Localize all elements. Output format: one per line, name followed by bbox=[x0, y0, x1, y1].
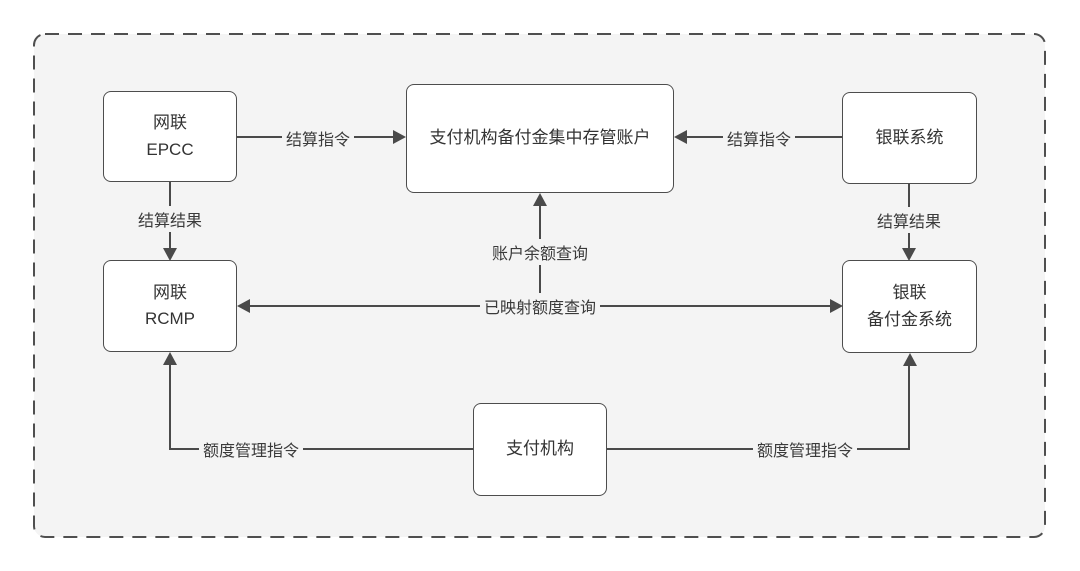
node-payment-institution-label: 支付机构 bbox=[506, 439, 574, 459]
edge-line-quota-mgmt-to-reserve-vertical bbox=[908, 364, 910, 450]
edge-label-account-balance-query: 账户余额查询 bbox=[487, 239, 593, 265]
edge-line-quota-mgmt-to-rcmp-vertical bbox=[169, 363, 171, 450]
node-unionpay-reserve-label-line1: 银联 bbox=[892, 283, 927, 303]
arrowhead-left-icon bbox=[674, 130, 687, 144]
edge-label-mapped-quota-query: 已映射额度查询 bbox=[479, 293, 601, 319]
node-unionpay-reserve: 银联 备付金系统 bbox=[842, 260, 977, 353]
arrowhead-up-icon bbox=[163, 352, 177, 365]
arrowhead-left-icon bbox=[237, 299, 250, 313]
arrowhead-right-icon bbox=[830, 299, 843, 313]
edge-label-epcc-to-rcmp: 结算结果 bbox=[133, 206, 207, 232]
node-unionpay-system: 银联系统 bbox=[842, 92, 977, 184]
node-epcc: 网联 EPCC bbox=[103, 91, 237, 182]
arrowhead-up-icon bbox=[903, 353, 917, 366]
arrowhead-right-icon bbox=[393, 130, 406, 144]
edge-line-quota-mgmt-to-rcmp-horizontal bbox=[169, 448, 473, 450]
node-rcmp-label-line1: 网联 bbox=[153, 282, 187, 302]
node-custody-account: 支付机构备付金集中存管账户 bbox=[406, 84, 674, 193]
node-unionpay-reserve-label-line2: 备付金系统 bbox=[867, 309, 952, 329]
edge-label-quota-mgmt-to-reserve: 额度管理指令 bbox=[752, 436, 858, 462]
node-custody-account-label: 支付机构备付金集中存管账户 bbox=[429, 128, 651, 148]
edge-label-quota-mgmt-to-rcmp: 额度管理指令 bbox=[198, 436, 304, 462]
node-epcc-label-line2: EPCC bbox=[146, 139, 194, 159]
arrowhead-down-icon bbox=[902, 248, 916, 261]
node-unionpay-system-label: 银联系统 bbox=[875, 127, 944, 147]
node-epcc-label-line1: 网联 bbox=[153, 113, 187, 133]
node-rcmp-label-line2: RCMP bbox=[144, 309, 196, 328]
edge-label-epcc-to-custody: 结算指令 bbox=[281, 125, 355, 151]
node-payment-institution: 支付机构 bbox=[473, 403, 607, 496]
arrowhead-down-icon bbox=[163, 248, 177, 261]
arrowhead-up-icon bbox=[533, 193, 547, 206]
edge-label-unionpay-to-custody: 结算指令 bbox=[722, 125, 796, 151]
edge-label-unionpay-to-reserve: 结算结果 bbox=[872, 207, 946, 233]
node-rcmp: 网联 RCMP bbox=[103, 260, 237, 352]
